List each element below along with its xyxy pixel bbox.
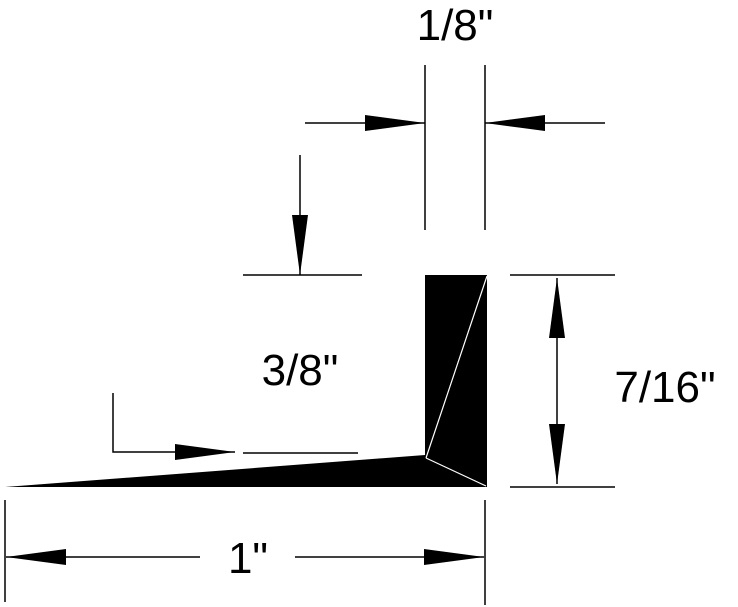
- profile-inner-edge: [425, 275, 488, 459]
- width-label: 1": [228, 534, 268, 583]
- profile-inner-edge: [425, 457, 487, 487]
- total-height-label: 7/16": [614, 363, 715, 412]
- lip-height-label: 3/8": [262, 346, 339, 395]
- leader-line: [112, 393, 235, 460]
- thickness-label: 1/8": [417, 1, 494, 50]
- profile-shape: [5, 275, 487, 487]
